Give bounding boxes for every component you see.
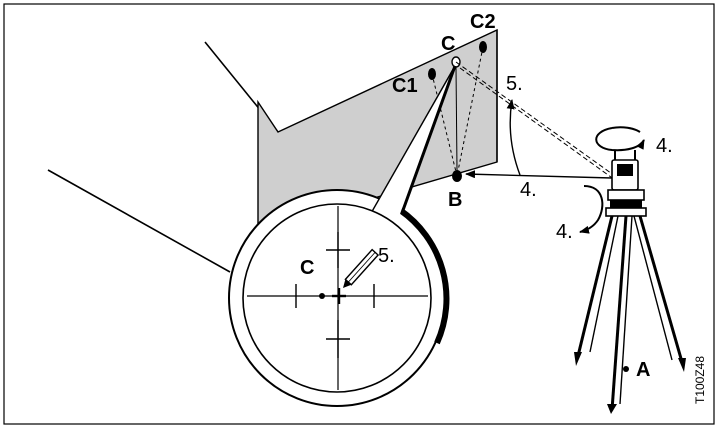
sight-line-upper [455, 61, 616, 177]
line-c-b [455, 66, 458, 171]
beam-arrow-to-b [465, 170, 613, 179]
magnifier-shadow-edge [398, 207, 450, 345]
ground-line-left [47, 169, 231, 273]
label-target-c: C [441, 33, 455, 55]
label-step-5-wall: 5. [506, 73, 523, 95]
horizontal-rotation-tail [611, 126, 641, 133]
pencil-icon [343, 248, 380, 288]
label-point-a: A [636, 359, 650, 381]
label-step-4-beam: 4. [520, 179, 537, 201]
magnifier-callout [228, 65, 457, 407]
figure-border [3, 3, 715, 425]
label-step-4-vertical: 4. [556, 221, 573, 243]
vertical-rotation-arrow [579, 185, 604, 234]
horizontal-rotation-arrow [595, 127, 645, 152]
callout-pointer-edge-b [400, 65, 457, 214]
label-step-4-top: 4. [656, 135, 673, 157]
total-station-on-tripod-icon [574, 150, 686, 414]
label-magnifier-c: C [300, 257, 314, 279]
magnifier-inner-ring [242, 203, 432, 393]
label-point-b: B [448, 189, 462, 211]
point-b-dot [452, 170, 462, 182]
elevation-arc-arrow [506, 99, 521, 176]
point-a-dot [623, 366, 629, 372]
reticle-crosshair-icon [247, 206, 428, 390]
label-target-c1: C1 [392, 75, 418, 97]
label-target-c2: C2 [470, 11, 496, 33]
dotted-line-c2-b [456, 46, 484, 177]
figure-reference-code: T100Z48 [693, 356, 707, 404]
label-magnifier-step-5: 5. [378, 245, 395, 267]
callout-pointer-edge-a [365, 65, 456, 223]
